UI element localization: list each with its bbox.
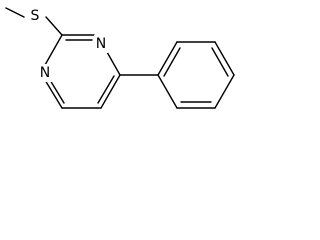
bond-c5-c4-double [97,75,115,104]
nitrogen-left-label: N [40,65,50,81]
bond-sulfur-c2 [45,16,63,36]
bond-c4-n3 [106,51,121,76]
bond-methyl-sulfur [5,7,25,18]
bond-c2-n1 [44,34,63,66]
nitrogen-top-label: N [96,36,106,52]
phenyl-bond-6 [157,74,178,109]
phenyl-bond-3 [214,41,235,76]
atom-labels: S N N [28,7,108,82]
bonds [5,7,235,109]
bond-n1-c6-double [49,79,65,104]
bond-c5-c4 [100,74,121,109]
phenyl-bond-1-double [163,47,181,77]
phenyl-bond-3-double [211,47,229,77]
phenyl-bond-1 [157,41,178,76]
bond-n1-c6 [44,79,63,109]
molecule-diagram: S N N [5,7,235,109]
sulfur-label: S [31,8,40,24]
structure-canvas: S N N [0,0,246,116]
phenyl-bond-4 [214,74,235,109]
